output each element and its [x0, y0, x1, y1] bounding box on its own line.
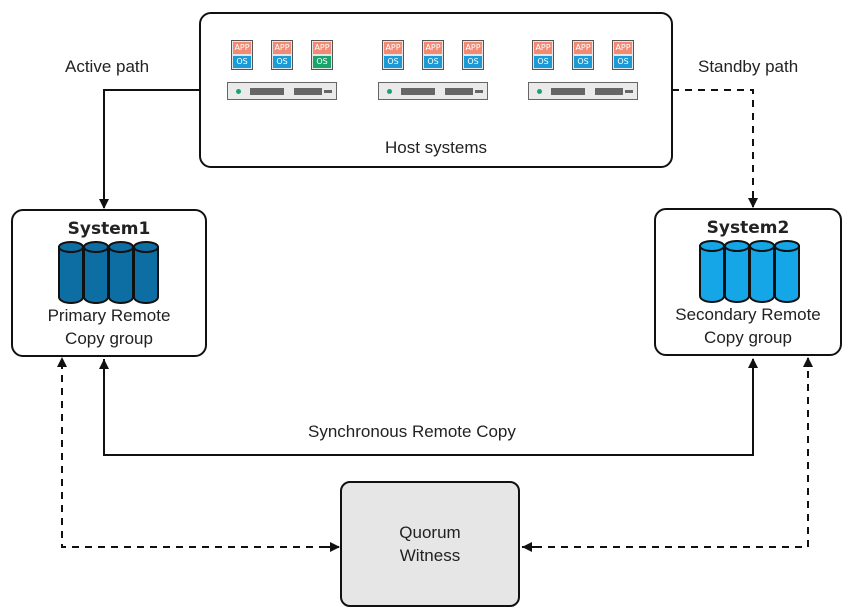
vm-icon: APP OS: [572, 40, 594, 70]
standby-path-line: [672, 89, 758, 208]
vm-icon: APP OS: [382, 40, 404, 70]
system2-name: System2: [706, 218, 790, 238]
quorum-line2: Witness: [399, 546, 461, 565]
vm-app-label: APP: [574, 42, 592, 54]
active-path-label: Active path: [65, 57, 150, 76]
vm-os-label: OS: [464, 56, 482, 68]
server-icon: [528, 82, 638, 100]
quorum-right-line: [522, 357, 813, 548]
vm-os-label: OS: [313, 56, 331, 68]
vm-app-label: APP: [313, 42, 331, 54]
host-systems-box: APP OS APP OS APP OS APP OS APP OS APP OS APP OS APP OS…: [199, 12, 673, 168]
disk-cylinder-top: [83, 241, 109, 253]
vm-os-label: OS: [574, 56, 592, 68]
vm-app-label: APP: [424, 42, 442, 54]
server-icon: [227, 82, 337, 100]
quorum-left-line: [57, 357, 339, 548]
system2-caption-line1: Secondary Remote: [675, 305, 821, 324]
active-path-line: [99, 89, 199, 209]
vm-icon: APP OS: [462, 40, 484, 70]
disk-cylinder: [83, 246, 109, 304]
system1-box: System1 Primary Remote Copy group: [11, 209, 207, 357]
disk-cylinder-top: [774, 240, 800, 252]
system1-caption-line1: Primary Remote: [47, 306, 171, 325]
system2-box: System2 Secondary Remote Copy group: [654, 208, 842, 356]
vm-os-label: OS: [534, 56, 552, 68]
disk-cylinder: [724, 245, 750, 303]
disk-cylinder: [774, 245, 800, 303]
vm-app-label: APP: [464, 42, 482, 54]
vm-icon: APP OS: [532, 40, 554, 70]
disk-cylinder: [749, 245, 775, 303]
vm-icon: APP OS: [612, 40, 634, 70]
disk-cylinder-top: [108, 241, 134, 253]
host-systems-label: Host systems: [384, 138, 488, 157]
vm-os-label: OS: [424, 56, 442, 68]
vm-icon: APP OS: [271, 40, 293, 70]
vm-app-label: APP: [534, 42, 552, 54]
system2-storage-icon: [699, 240, 800, 303]
disk-cylinder: [133, 246, 159, 304]
standby-path-label: Standby path: [698, 57, 799, 76]
system1-storage-icon: [58, 241, 159, 304]
system1-caption-line2: Copy group: [65, 329, 153, 348]
disk-cylinder-top: [749, 240, 775, 252]
disk-cylinder: [699, 245, 725, 303]
vm-icon: APP OS: [422, 40, 444, 70]
disk-cylinder-top: [133, 241, 159, 253]
disk-cylinder-top: [724, 240, 750, 252]
vm-os-label: OS: [614, 56, 632, 68]
vm-os-label: OS: [273, 56, 291, 68]
server-icon: [378, 82, 488, 100]
quorum-witness-box: Quorum Witness: [340, 481, 520, 607]
vm-icon: APP OS: [311, 40, 333, 70]
system2-caption-line2: Copy group: [704, 328, 792, 347]
vm-icon: APP OS: [231, 40, 253, 70]
vm-os-label: OS: [233, 56, 251, 68]
system1-name: System1: [67, 219, 151, 239]
sync-copy-line: [103, 358, 758, 456]
vm-os-label: OS: [384, 56, 402, 68]
vm-app-label: APP: [233, 42, 251, 54]
vm-app-label: APP: [614, 42, 632, 54]
quorum-line1: Quorum: [399, 523, 461, 542]
vm-app-label: APP: [273, 42, 291, 54]
disk-cylinder-top: [699, 240, 725, 252]
vm-app-label: APP: [384, 42, 402, 54]
disk-cylinder: [58, 246, 84, 304]
disk-cylinder: [108, 246, 134, 304]
sync-copy-label: Synchronous Remote Copy: [308, 422, 516, 441]
disk-cylinder-top: [58, 241, 84, 253]
